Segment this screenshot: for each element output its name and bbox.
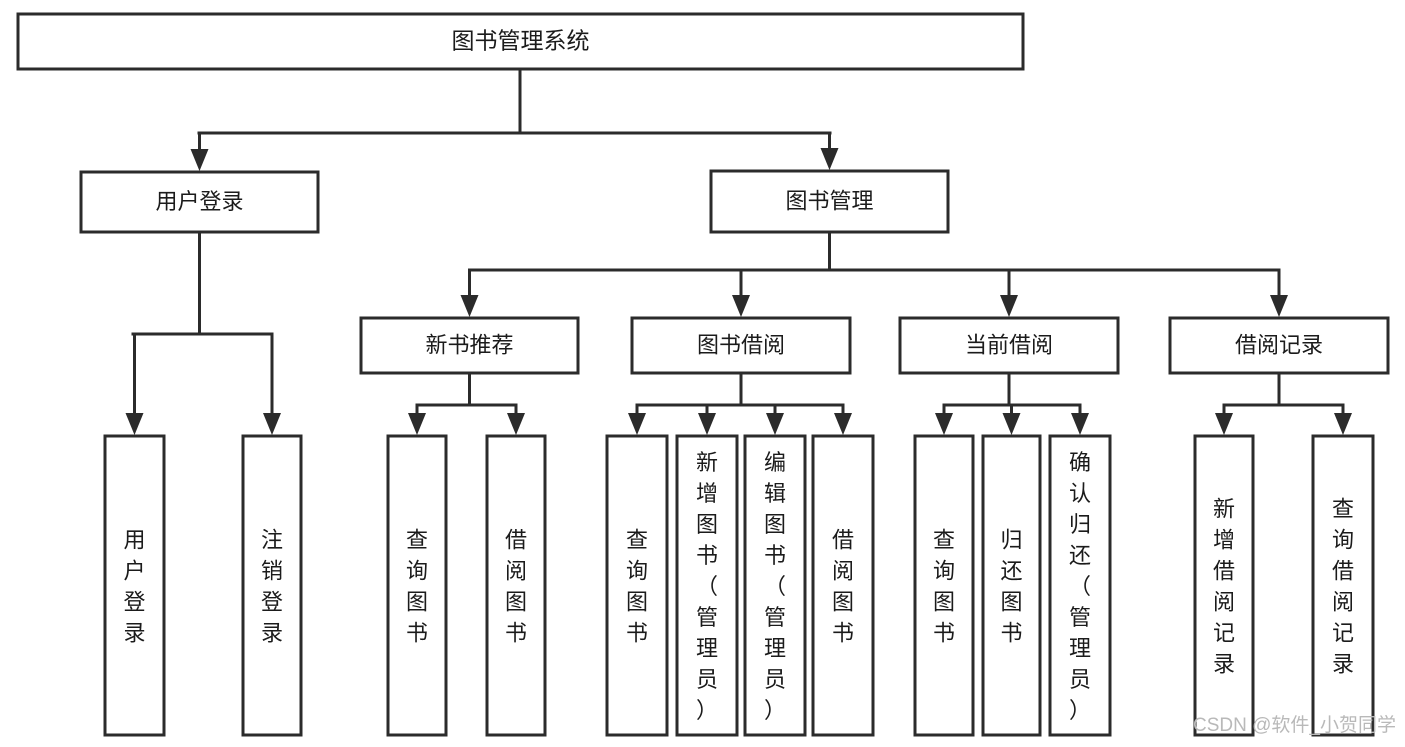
node-box-leaf-add-book xyxy=(675,434,739,737)
node-box-book-borrow xyxy=(630,316,852,375)
node-label-new-book-recommend: 新书推荐 xyxy=(425,332,513,357)
node-label-leaf-query-book-1: 查询图书 xyxy=(406,528,428,646)
node-user-login[interactable]: 用户登录 xyxy=(79,170,320,234)
arrow-head-icon-leaf-edit-book xyxy=(766,413,784,435)
node-label-leaf-query-record: 查询借阅记录 xyxy=(1332,497,1354,677)
node-label-current-borrow: 当前借阅 xyxy=(965,332,1053,357)
node-label-book-manage: 图书管理 xyxy=(785,188,873,213)
node-leaf-user-login[interactable]: 用户登录 xyxy=(103,434,166,737)
node-label-leaf-edit-book: 编辑图书（管理员） xyxy=(764,450,786,723)
node-borrow-record[interactable]: 借阅记录 xyxy=(1168,316,1390,375)
node-label-leaf-query-book-2: 查询图书 xyxy=(626,528,648,646)
arrow-head-icon-leaf-confirm-return xyxy=(1071,413,1089,435)
node-book-borrow[interactable]: 图书借阅 xyxy=(630,316,852,375)
node-box-leaf-borrow-book-2 xyxy=(811,434,875,737)
nodes-layer: 图书管理系统用户登录图书管理新书推荐图书借阅当前借阅借阅记录用户登录注销登录查询… xyxy=(16,12,1390,737)
arrow-head-icon-leaf-add-book xyxy=(698,413,716,435)
node-leaf-return-book[interactable]: 归还图书 xyxy=(981,434,1042,737)
node-book-manage[interactable]: 图书管理 xyxy=(709,169,950,234)
node-box-leaf-add-record xyxy=(1193,434,1255,737)
node-box-root xyxy=(16,12,1025,71)
node-label-root: 图书管理系统 xyxy=(452,28,590,54)
arrow-head-icon-new-book-recommend xyxy=(460,295,479,317)
node-box-leaf-query-record xyxy=(1311,434,1375,737)
node-label-leaf-user-login: 用户登录 xyxy=(123,528,145,646)
node-box-leaf-edit-book xyxy=(743,434,807,737)
node-leaf-add-book[interactable]: 新增图书（管理员） xyxy=(675,434,739,737)
connectors-layer xyxy=(125,67,1352,435)
arrow-head-icon-current-borrow xyxy=(1000,295,1018,317)
arrow-head-icon-book-borrow xyxy=(732,295,750,317)
arrow-head-icon-leaf-user-login xyxy=(125,413,144,435)
node-leaf-confirm-return[interactable]: 确认归还（管理员） xyxy=(1048,434,1112,737)
node-leaf-query-record[interactable]: 查询借阅记录 xyxy=(1311,434,1375,737)
arrow-head-icon-leaf-query-book-2 xyxy=(628,413,646,435)
node-box-new-book-recommend xyxy=(359,316,580,375)
node-box-current-borrow xyxy=(898,316,1120,375)
arrow-head-icon-leaf-add-record xyxy=(1215,413,1233,435)
arrow-head-icon-leaf-query-record xyxy=(1334,413,1352,435)
node-box-leaf-borrow-book-1 xyxy=(485,434,547,737)
node-label-leaf-confirm-return: 确认归还（管理员） xyxy=(1069,450,1091,723)
node-box-leaf-query-book-1 xyxy=(386,434,448,737)
node-label-user-login: 用户登录 xyxy=(155,189,243,214)
arrow-head-icon-borrow-record xyxy=(1270,295,1288,317)
node-current-borrow[interactable]: 当前借阅 xyxy=(898,316,1120,375)
node-box-leaf-user-login xyxy=(103,434,166,737)
node-box-borrow-record xyxy=(1168,316,1390,375)
node-box-book-manage xyxy=(709,169,950,234)
node-leaf-query-book-1[interactable]: 查询图书 xyxy=(386,434,448,737)
arrow-head-icon-book-manage xyxy=(820,148,839,170)
node-box-leaf-return-book xyxy=(981,434,1042,737)
node-root[interactable]: 图书管理系统 xyxy=(16,12,1025,71)
node-label-leaf-return-book: 归还图书 xyxy=(1000,528,1022,646)
arrow-head-icon-leaf-return-book xyxy=(1002,413,1021,435)
node-leaf-query-book-3[interactable]: 查询图书 xyxy=(913,434,975,737)
node-box-leaf-query-book-3 xyxy=(913,434,975,737)
node-box-leaf-logout xyxy=(241,434,303,737)
arrow-head-icon-leaf-query-book-1 xyxy=(408,413,426,435)
node-leaf-borrow-book-1[interactable]: 借阅图书 xyxy=(485,434,547,737)
node-leaf-add-record[interactable]: 新增借阅记录 xyxy=(1193,434,1255,737)
node-label-leaf-query-book-3: 查询图书 xyxy=(933,528,955,646)
node-box-user-login xyxy=(79,170,320,234)
node-label-leaf-add-book: 新增图书（管理员） xyxy=(696,450,718,723)
arrow-head-icon-leaf-logout xyxy=(263,413,281,435)
arrow-head-icon-leaf-query-book-3 xyxy=(935,413,953,435)
node-new-book-recommend[interactable]: 新书推荐 xyxy=(359,316,580,375)
node-box-leaf-query-book-2 xyxy=(605,434,669,737)
csdn-watermark: CSDN @软件_小贺同学 xyxy=(1193,714,1396,736)
node-label-leaf-add-record: 新增借阅记录 xyxy=(1213,497,1235,677)
node-leaf-logout[interactable]: 注销登录 xyxy=(241,434,303,737)
node-box-leaf-confirm-return xyxy=(1048,434,1112,737)
arrow-head-icon-leaf-borrow-book-1 xyxy=(507,413,525,435)
arrow-head-icon-leaf-borrow-book-2 xyxy=(834,413,852,435)
node-label-leaf-borrow-book-1: 借阅图书 xyxy=(505,528,527,646)
node-label-book-borrow: 图书借阅 xyxy=(697,332,785,357)
node-label-borrow-record: 借阅记录 xyxy=(1235,332,1323,357)
node-leaf-query-book-2[interactable]: 查询图书 xyxy=(605,434,669,737)
node-label-leaf-borrow-book-2: 借阅图书 xyxy=(832,528,854,646)
arrow-head-icon-user-login xyxy=(190,149,209,171)
node-label-leaf-logout: 注销登录 xyxy=(261,528,283,646)
node-leaf-borrow-book-2[interactable]: 借阅图书 xyxy=(811,434,875,737)
node-leaf-edit-book[interactable]: 编辑图书（管理员） xyxy=(743,434,807,737)
